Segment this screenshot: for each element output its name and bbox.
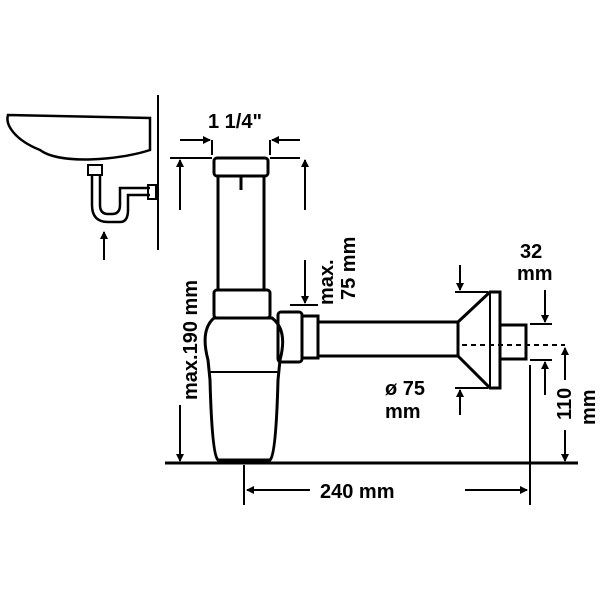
d75-label-b: mm <box>385 401 421 423</box>
sink-inset <box>6 95 159 260</box>
d75-label-a: ø 75 <box>385 378 425 400</box>
w240-label: 240 mm <box>320 481 395 503</box>
bottle-trap <box>203 156 565 462</box>
max190-label: max.190 mm <box>180 280 202 400</box>
max75-label-a: max. <box>316 259 338 305</box>
thread-label: 1 1/4" <box>208 111 262 133</box>
max75-label-b: 75 mm <box>338 237 360 300</box>
h110-label-b: mm <box>578 389 600 425</box>
dimension-lines <box>170 136 569 505</box>
h110-label-a: 110 <box>554 388 576 420</box>
d32-label-a: 32 <box>520 241 542 263</box>
d32-label-b: mm <box>517 263 553 285</box>
